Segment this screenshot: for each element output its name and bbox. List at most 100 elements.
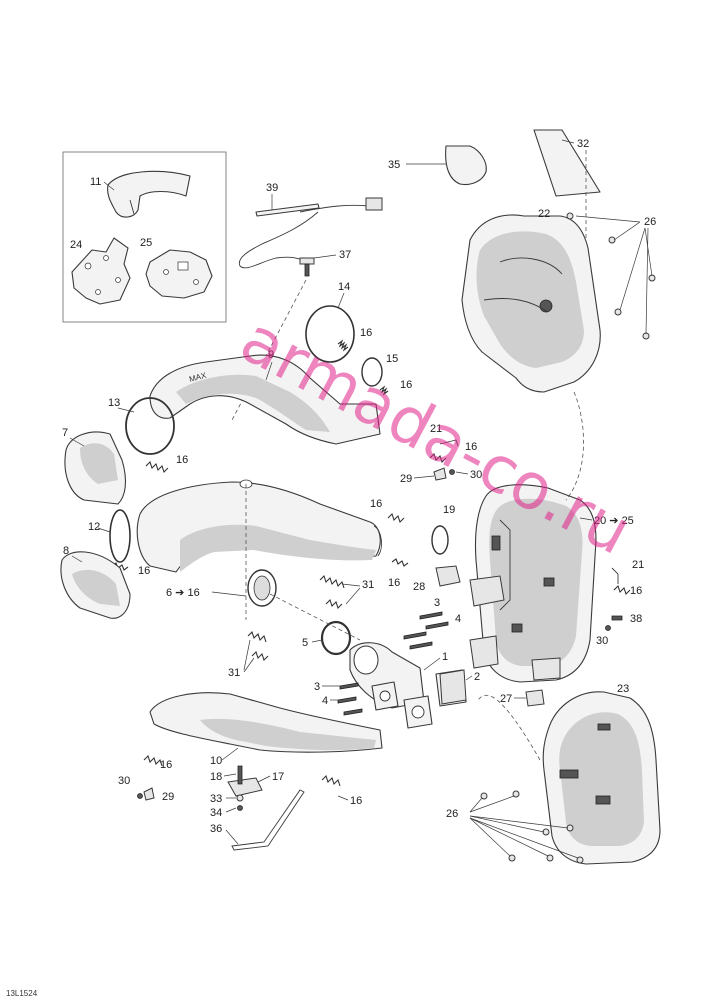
part-6-tuned-pipe — [136, 479, 382, 573]
fasteners-26-bottom — [469, 790, 584, 864]
part-29-clip-b — [143, 787, 155, 801]
part-32-gasket — [533, 129, 601, 197]
part-5-ring — [320, 620, 352, 656]
callout-12: 12 — [88, 521, 100, 533]
part-16-spring-c — [145, 460, 169, 474]
part-7-elbow-cover — [64, 431, 127, 505]
part-16-spring-i — [143, 754, 163, 767]
callout-37: 37 — [339, 249, 351, 261]
part-37-sensor — [299, 257, 315, 277]
part-18-bolt — [237, 765, 243, 785]
callout-16-f: 16 — [138, 565, 150, 577]
callout-3-a: 3 — [434, 597, 440, 609]
callout-21-a: 21 — [430, 423, 442, 435]
part-36-rod — [231, 789, 305, 851]
part-39-sensor-harness — [238, 197, 383, 269]
part-16-spring-f — [391, 558, 409, 567]
callout-30-a: 30 — [470, 469, 482, 481]
part-30-nut-c — [137, 793, 143, 799]
callout-38: 38 — [630, 613, 642, 625]
callout-19: 19 — [443, 504, 455, 516]
callout-16-j: 16 — [350, 795, 362, 807]
part-22-muffler-cover — [461, 214, 601, 393]
callout-17: 17 — [272, 771, 284, 783]
part-16-spring-j — [613, 584, 631, 596]
part-31-spring-c — [247, 630, 267, 643]
parts-3-4-bolts-upper — [403, 611, 449, 650]
callout-29-b: 29 — [162, 791, 174, 803]
part-31-spring-d — [251, 650, 269, 662]
callout-2: 2 — [474, 671, 480, 683]
callout-31-b: 31 — [228, 667, 240, 679]
parts-3-4-bolts-lower — [337, 682, 363, 716]
callout-30-c: 30 — [118, 775, 130, 787]
callout-4-a: 4 — [455, 613, 461, 625]
part-8-elbow-pipe — [60, 551, 131, 619]
callout-34: 34 — [210, 807, 222, 819]
part-34-nut — [237, 805, 243, 811]
part-16-spring-b — [379, 385, 389, 396]
callout-21-b: 21 — [632, 559, 644, 571]
callout-16-h: 16 — [630, 585, 642, 597]
callout-11: 11 — [90, 176, 101, 188]
part-11-heat-shield — [107, 170, 191, 218]
callout-26-bottom: 26 — [446, 808, 458, 820]
part-31-spring-b — [325, 598, 343, 610]
callout-4-b: 4 — [322, 695, 328, 707]
fasteners-26-top — [566, 212, 656, 340]
callout-13: 13 — [108, 397, 120, 409]
callout-33: 33 — [210, 793, 222, 805]
part-35-gasket — [445, 145, 487, 186]
callout-6-to-16: 6 ➔ 16 — [166, 587, 200, 599]
callout-1: 1 — [442, 651, 448, 663]
part-12-ring — [109, 509, 131, 563]
part-21-hook-b — [611, 567, 619, 584]
callout-16-c: 16 — [176, 454, 188, 466]
callout-16-b: 16 — [400, 379, 412, 391]
part-38-bolt — [611, 615, 623, 621]
callout-25: 25 — [140, 237, 152, 249]
figure-code: 13L1524 — [6, 989, 38, 998]
callout-15: 15 — [386, 353, 398, 365]
part-6-collar — [247, 569, 277, 607]
part-14-clamp-ring — [305, 305, 355, 363]
callout-28: 28 — [413, 581, 425, 593]
part-31-spring-a — [319, 574, 345, 589]
part-16-spring-g — [429, 452, 447, 464]
part-29-clip — [433, 467, 447, 481]
part-20-silencer-body — [469, 484, 597, 683]
part-10-lower-pipe — [149, 692, 383, 753]
callouts: 11 24 25 39 37 35 32 22 26 14 16 9 15 16… — [62, 138, 656, 845]
callout-18: 18 — [210, 771, 222, 783]
callout-39: 39 — [266, 182, 278, 194]
callout-23: 23 — [617, 683, 629, 695]
part-24-heat-shield-plate — [71, 237, 131, 305]
callout-14: 14 — [338, 281, 350, 293]
callout-16-a: 16 — [360, 327, 372, 339]
callout-36: 36 — [210, 823, 222, 835]
callout-8: 8 — [63, 545, 69, 557]
callout-16-e: 16 — [370, 498, 382, 510]
callout-29-a: 29 — [400, 473, 412, 485]
part-2-gasket — [439, 669, 467, 705]
callout-5: 5 — [302, 637, 308, 649]
callout-10: 10 — [210, 755, 222, 767]
callout-3-b: 3 — [314, 681, 320, 693]
callout-16-g: 16 — [388, 577, 400, 589]
callout-35: 35 — [388, 159, 400, 171]
part-19-seal — [431, 525, 449, 555]
part-33-washer — [236, 794, 244, 802]
inset-box — [62, 151, 227, 323]
part-9-pipe-heat-shield: MAX — [149, 354, 381, 445]
part-23-heat-shield — [542, 691, 661, 865]
part-27-spacer — [525, 689, 545, 707]
part-16-spring-a — [337, 339, 349, 352]
callout-24: 24 — [70, 239, 82, 251]
callout-31-a: 31 — [362, 579, 374, 591]
callout-32: 32 — [577, 138, 589, 150]
part-30-nut-a — [449, 469, 455, 475]
part-25-heat-shield-plate — [145, 249, 213, 299]
callout-9: 9 — [268, 349, 274, 361]
part-30-nut-b — [605, 625, 611, 631]
